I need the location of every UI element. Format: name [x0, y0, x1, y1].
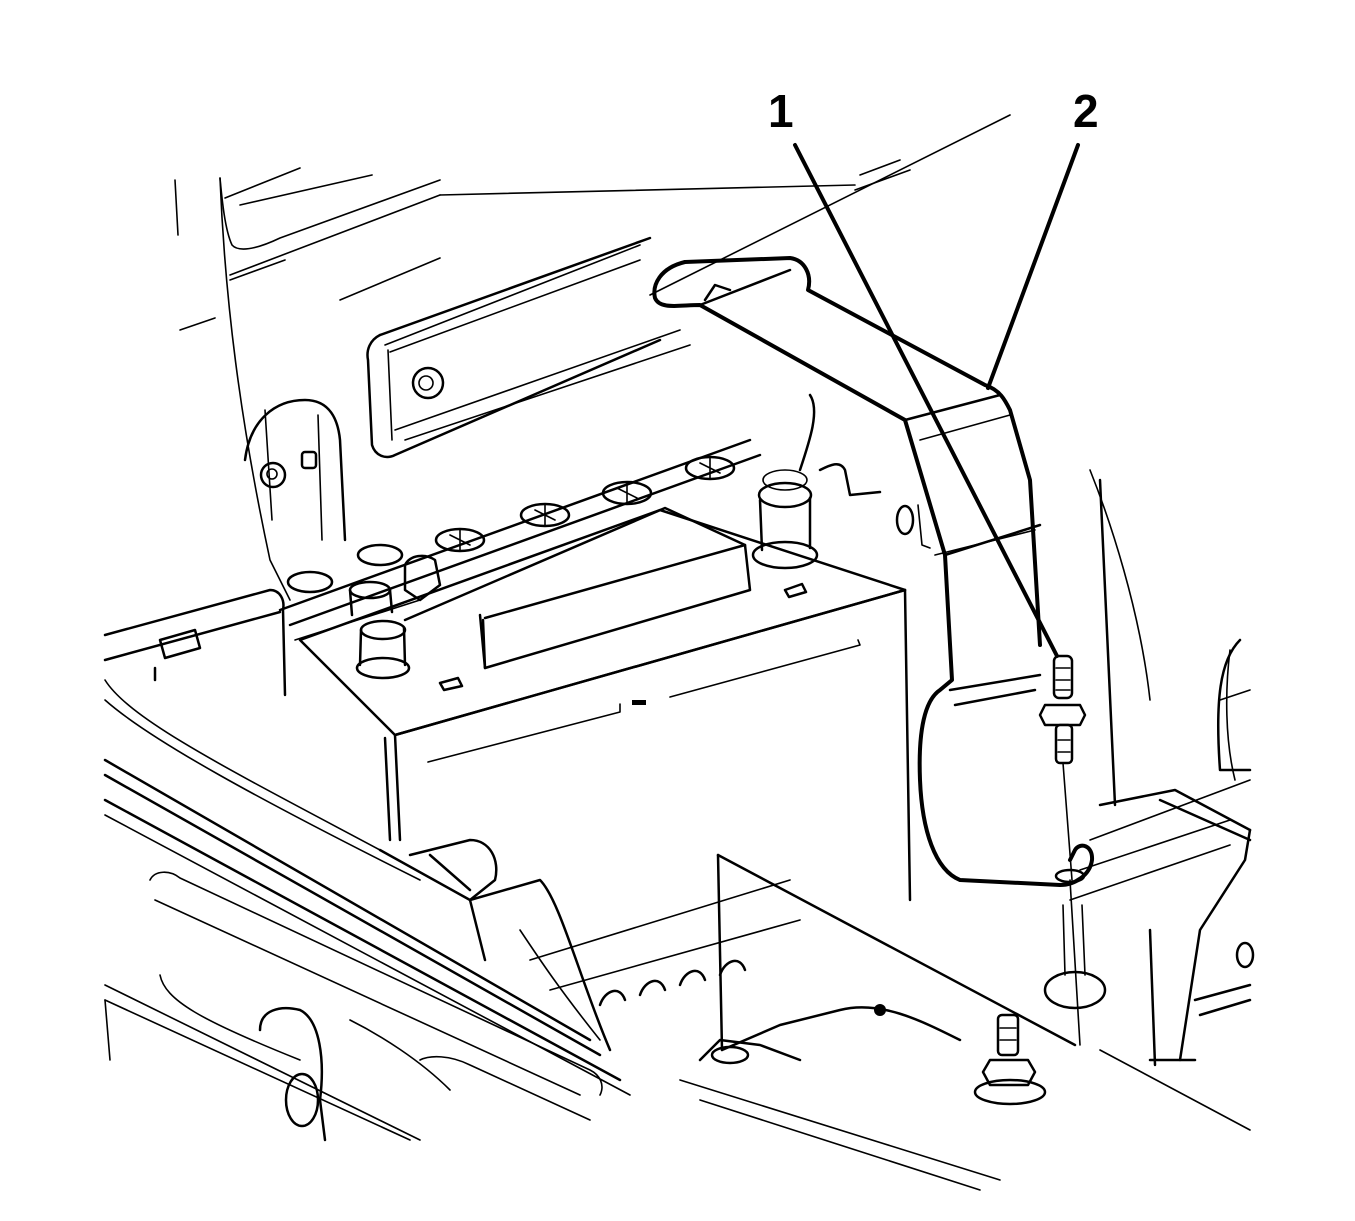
leader-lines	[793, 143, 1080, 658]
right-structure	[1069, 469, 1255, 1131]
vent-caps	[278, 438, 762, 627]
callout-2-label: 2	[1073, 85, 1099, 137]
leader-line-1	[793, 143, 1059, 658]
battery	[294, 393, 912, 902]
rear-panel	[174, 114, 1011, 601]
hold-down-bracket	[652, 256, 1095, 887]
callout-1-label: 1	[768, 85, 794, 137]
lower-body	[104, 871, 603, 1142]
hold-down-stud	[1038, 654, 1107, 1046]
lower-bolt	[973, 1013, 1047, 1106]
rail-channel	[366, 236, 691, 459]
tray-ledge	[103, 588, 801, 1096]
tray-gusset	[679, 853, 1077, 1191]
side-latch	[243, 398, 347, 542]
leader-line-2	[986, 143, 1080, 390]
